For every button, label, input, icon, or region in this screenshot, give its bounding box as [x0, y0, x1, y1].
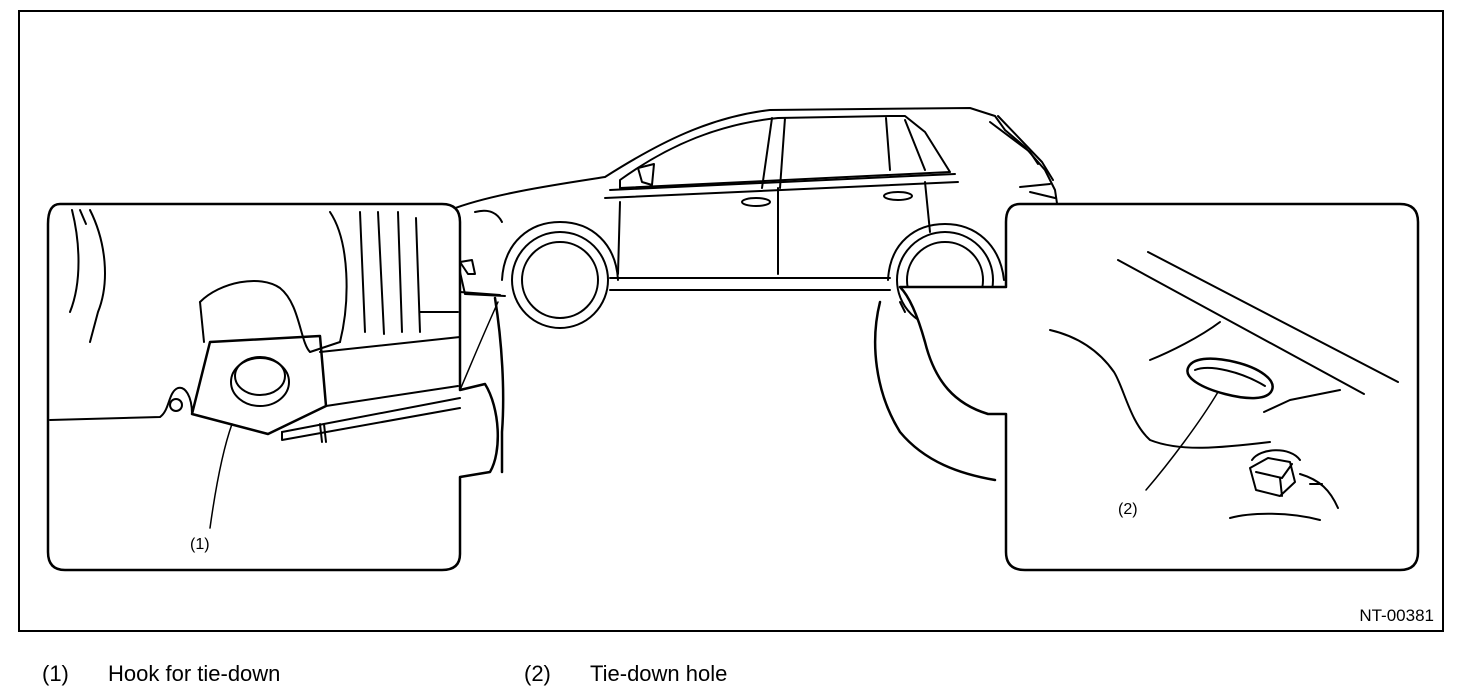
legend-label: Tie-down hole	[590, 661, 728, 686]
callout-2: (2)	[1118, 501, 1138, 518]
figure-code: NT-00381	[1359, 606, 1434, 625]
legend-number: (1)	[42, 661, 69, 686]
car-side-view	[449, 107, 1059, 329]
diagram-frame: (1) (2)	[18, 10, 1444, 632]
vehicle-illustration: (1) (2)	[46, 107, 1420, 572]
rear-hole-detail: (2)	[873, 202, 1420, 572]
legend-number: (2)	[524, 661, 551, 686]
callout-1: (1)	[190, 536, 210, 553]
front-hook-detail: (1)	[46, 202, 505, 572]
legend: (1) Hook for tie-down (2) Tie-down hole	[42, 660, 1442, 690]
legend-label: Hook for tie-down	[108, 661, 281, 686]
